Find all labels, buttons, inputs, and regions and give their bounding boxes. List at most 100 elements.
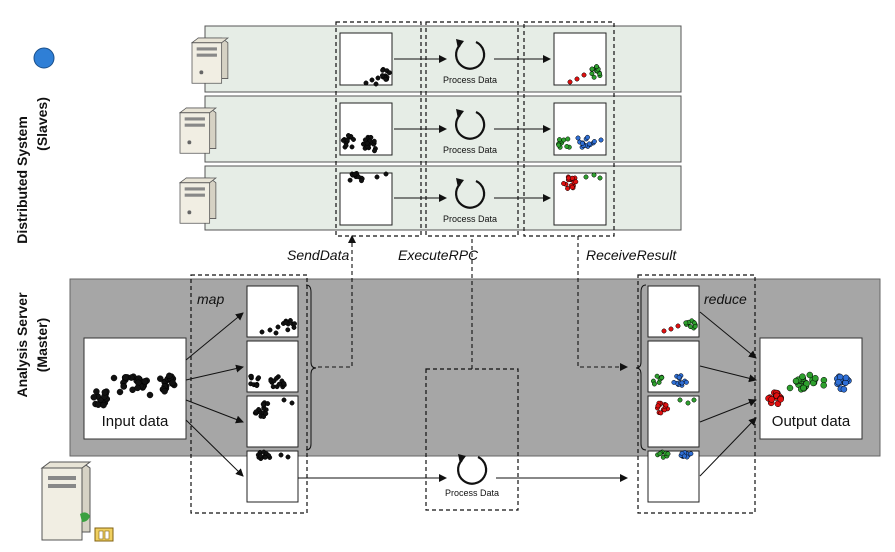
data-point <box>786 384 794 392</box>
data-point <box>257 453 263 459</box>
dot-cluster <box>654 400 671 416</box>
data-point <box>557 137 562 143</box>
drive-bay <box>48 476 76 480</box>
dot-cluster <box>360 134 378 154</box>
data-point <box>777 396 784 403</box>
dot-cluster <box>90 388 111 409</box>
data-point <box>383 171 389 177</box>
data-point <box>567 79 573 85</box>
data-point <box>345 133 351 138</box>
dot-cluster <box>280 318 297 333</box>
reduce-plot-3 <box>647 395 700 448</box>
data-point <box>273 330 279 336</box>
master-label-line2: (Master) <box>34 318 50 372</box>
data-point <box>285 454 291 460</box>
data-point <box>677 397 683 403</box>
data-point <box>157 375 164 382</box>
data-point <box>275 324 281 330</box>
data-point <box>685 400 691 406</box>
dot-cluster <box>834 373 852 393</box>
power-light <box>187 140 192 145</box>
data-point <box>591 139 597 144</box>
arrow-arc <box>455 111 486 140</box>
data-point <box>344 137 350 143</box>
data-point <box>369 77 375 83</box>
power-light <box>187 210 192 215</box>
data-point <box>166 372 173 380</box>
data-point <box>565 186 571 191</box>
reduce-plot-1 <box>647 285 700 338</box>
data-point <box>651 381 657 387</box>
data-point <box>661 328 667 334</box>
reduce-label: reduce <box>704 291 747 307</box>
slave-result-plot-3 <box>553 172 607 226</box>
data-point <box>362 137 368 143</box>
data-point <box>768 396 775 403</box>
output-data-label: Output data <box>772 413 851 430</box>
dot-cluster <box>340 133 356 150</box>
slave-server-icons <box>178 37 230 224</box>
master-content: Process Data <box>185 285 757 503</box>
data-point <box>589 66 595 72</box>
data-point <box>363 80 369 86</box>
data-point <box>842 374 850 382</box>
map-plot-1 <box>246 285 299 338</box>
input-data-label: Input data <box>102 413 169 430</box>
data-point <box>812 374 819 382</box>
data-point <box>561 181 567 186</box>
receive-result-label: ReceiveResult <box>586 247 677 263</box>
map-brace <box>305 284 317 451</box>
data-point <box>248 373 254 379</box>
dot-cluster <box>671 373 689 388</box>
data-point <box>260 401 266 407</box>
data-point <box>100 401 107 409</box>
dot-cluster <box>765 389 784 408</box>
dot-cluster <box>379 66 392 82</box>
input-to-map-arrow <box>185 312 244 361</box>
data-point <box>564 144 570 149</box>
data-point <box>383 76 389 82</box>
data-point <box>583 174 589 180</box>
process-data-label: Process Data <box>445 488 499 498</box>
drive-bay <box>184 187 205 191</box>
data-point <box>654 373 660 379</box>
dot-cluster <box>561 174 579 191</box>
data-point <box>374 174 380 180</box>
slave-panels <box>204 25 682 231</box>
drive-bay <box>196 53 217 57</box>
data-point <box>285 327 291 333</box>
dot-cluster <box>678 450 694 460</box>
data-point <box>122 374 129 381</box>
dot-cluster <box>589 64 603 80</box>
data-point <box>292 321 297 327</box>
slaves-label-line2: (Slaves) <box>34 97 50 151</box>
data-point <box>90 394 98 401</box>
circular-arrow-icon <box>455 178 486 209</box>
data-point <box>594 64 600 70</box>
tower-top <box>40 461 92 469</box>
dot-cluster <box>577 134 597 150</box>
master-panel <box>69 278 881 457</box>
data-point <box>281 397 287 403</box>
data-point <box>569 184 575 190</box>
drive-bay <box>184 117 205 121</box>
data-point <box>591 172 597 178</box>
input-to-map-arrow <box>185 364 244 381</box>
data-point <box>585 134 590 140</box>
data-point <box>691 397 697 403</box>
data-point <box>259 329 265 335</box>
data-point <box>380 67 386 73</box>
data-point <box>579 140 585 146</box>
data-point <box>688 324 693 330</box>
drive-bay <box>184 123 205 127</box>
data-point <box>566 175 572 181</box>
arrow-arc <box>457 456 488 485</box>
tower-top <box>178 107 218 114</box>
data-point <box>675 323 681 329</box>
doc <box>98 530 104 540</box>
globe-land <box>80 512 90 522</box>
data-point <box>110 374 118 382</box>
data-point <box>134 384 141 392</box>
process-data-label: Process Data <box>443 75 497 85</box>
